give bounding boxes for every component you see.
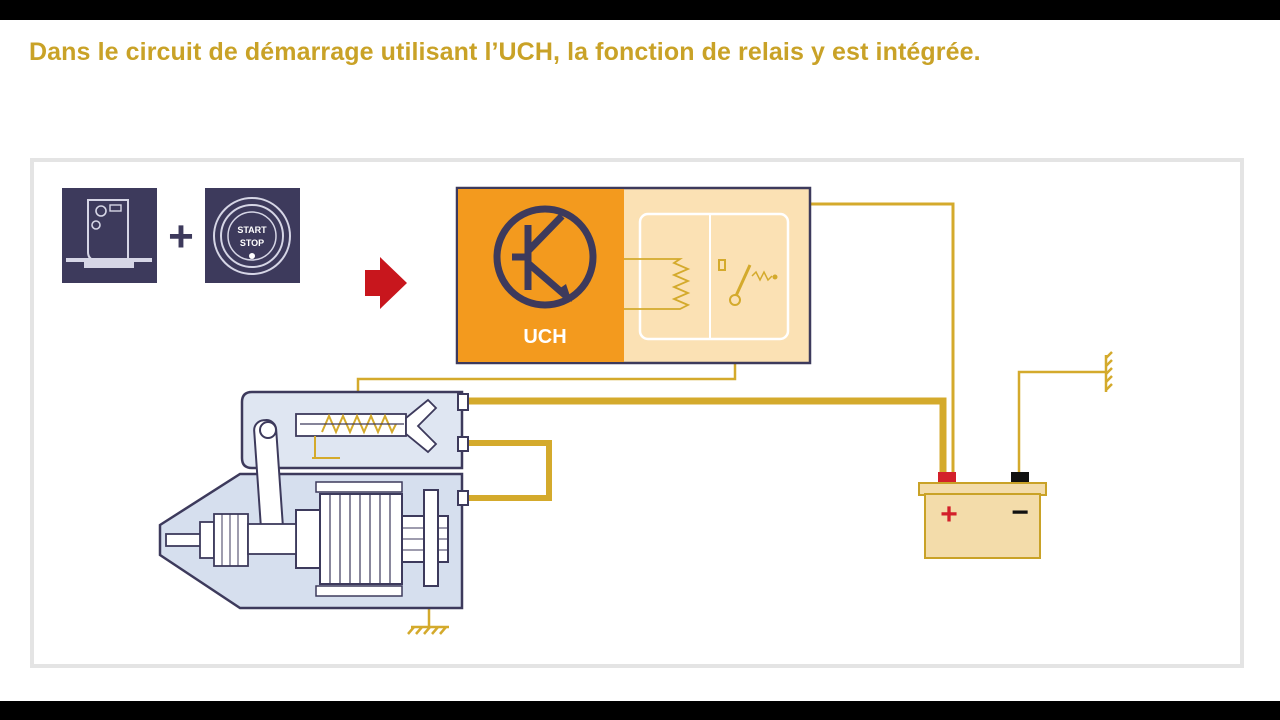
page-title: Dans le circuit de démarrage utilisant l… [29,38,981,66]
start-stop-button-icon[interactable]: START STOP [205,188,300,283]
top-letterbox-bar [0,0,1280,20]
red-arrow-right-icon [365,257,407,309]
starter-motor [158,390,469,610]
stop-label: STOP [240,238,264,248]
ground-symbol-starter [407,625,449,635]
integrated-relay [624,212,790,341]
start-label: START [237,225,267,235]
uch-label: UCH [523,326,566,348]
plus-sign: + [168,212,194,261]
bottom-letterbox-bar [0,701,1280,720]
ground-symbol-battery [1104,351,1113,392]
battery-negative-label: − [1011,496,1029,529]
uch-module: UCH [455,186,812,365]
key-card-icon [62,188,157,283]
battery: + − [918,472,1047,559]
battery-positive-label: + [940,498,958,531]
